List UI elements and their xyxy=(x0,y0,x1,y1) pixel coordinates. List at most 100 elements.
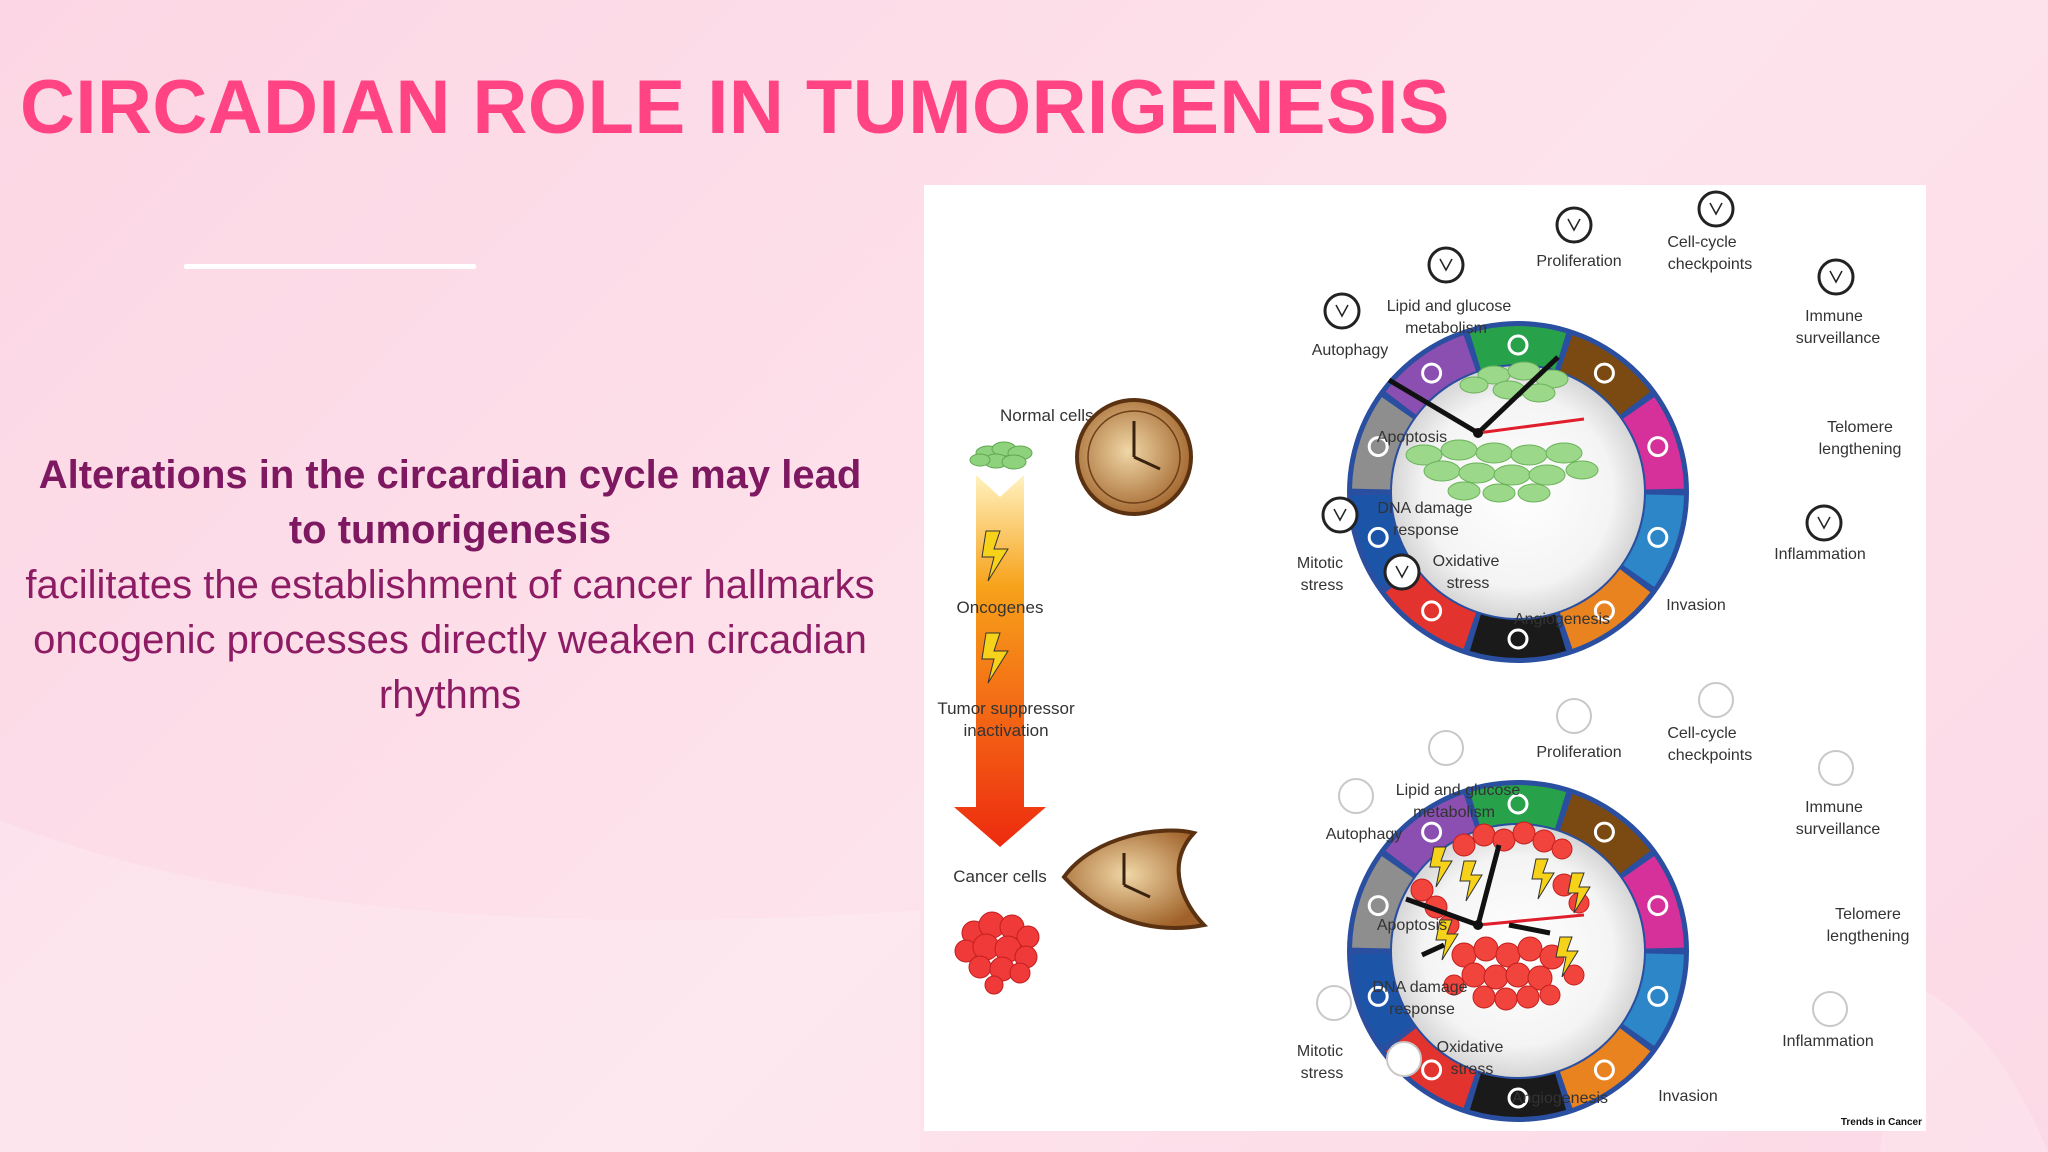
label-telomere-top: Telomere xyxy=(1827,419,1893,436)
distorted-clock-icon xyxy=(1061,828,1209,930)
clock-icon xyxy=(1338,778,1374,814)
top-healthy-cells xyxy=(1405,361,1599,503)
wheel-segment-proliferation xyxy=(1469,785,1567,829)
label-telomere-bottom: Telomere xyxy=(1835,906,1901,923)
label-oxidative-top: Oxidative xyxy=(1433,553,1500,570)
invasion-icon xyxy=(1507,628,1529,650)
bottom-hallmark-wheel xyxy=(1347,780,1689,1122)
normal-cells-label: Normal cells xyxy=(1000,406,1094,425)
clock-icon xyxy=(1812,991,1848,1027)
label-metabolism-top: metabolism xyxy=(1405,320,1487,337)
clock-hands xyxy=(1333,508,1347,522)
bottom-labels: Proliferation Cell-cycle checkpoints Lip… xyxy=(1297,725,1909,1107)
clock-hands xyxy=(1335,304,1349,318)
tumor-suppressor-label: Tumor suppressor xyxy=(937,699,1075,718)
wheel-segment-invasion xyxy=(1469,1073,1567,1117)
body-line-1: facilitates the establishment of cancer … xyxy=(25,563,875,607)
inflammation-icon xyxy=(1593,600,1615,622)
angiogenesis-icon xyxy=(1421,600,1443,622)
label-dna-bottom: DNA damage xyxy=(1372,979,1467,996)
oxidative-dna-icon xyxy=(1367,985,1389,1007)
immune-icon xyxy=(1647,436,1669,458)
label-mitotic-stress-bottom: stress xyxy=(1301,1065,1344,1082)
clock-icon xyxy=(1427,246,1465,284)
label-oxidative-stress-top: stress xyxy=(1447,575,1490,592)
top-labels: Proliferation Cell-cycle checkpoints Lip… xyxy=(1297,234,1901,628)
label-mitotic-stress-top: stress xyxy=(1301,577,1344,594)
clock-icon xyxy=(1805,504,1843,542)
label-cell-cycle-top: Cell-cycle xyxy=(1667,234,1736,251)
label-autophagy-top: Autophagy xyxy=(1312,342,1389,359)
clock-icon xyxy=(1321,496,1359,534)
lightning-icon-1 xyxy=(981,530,1009,582)
label-invasion-top: Invasion xyxy=(1666,597,1726,614)
angiogenesis-icon xyxy=(1421,1059,1443,1081)
label-angiogenesis-bottom: Angiogenesis xyxy=(1512,1090,1608,1107)
left-panel: Normal cells Oncogenes Tumor suppressor … xyxy=(937,398,1209,995)
cancer-cells-cluster xyxy=(954,911,1040,995)
oxidative-dna-icon xyxy=(1367,526,1389,548)
body-heading: Alterations in the circardian cycle may … xyxy=(38,453,862,552)
wheel-segment-inflammation xyxy=(1559,569,1651,649)
label-proliferation-top: Proliferation xyxy=(1536,253,1621,270)
circadian-hallmarks-figure: Normal cells Oncogenes Tumor suppressor … xyxy=(924,185,1926,1131)
label-lipid-bottom: Lipid and glucose xyxy=(1396,782,1521,799)
label-invasion-bottom: Invasion xyxy=(1658,1088,1718,1105)
wheel-segment-apoptosis xyxy=(1352,856,1413,949)
normal-cells-cluster xyxy=(969,441,1033,470)
label-proliferation-bottom: Proliferation xyxy=(1536,744,1621,761)
label-oxidative-bottom: Oxidative xyxy=(1437,1039,1504,1056)
bottom-lightning-icons xyxy=(1429,846,1591,978)
lipid-icon xyxy=(1421,362,1443,384)
label-autophagy-bottom: Autophagy xyxy=(1326,826,1403,843)
label-oxidative-stress-bottom: stress xyxy=(1451,1061,1494,1078)
invasion-icon xyxy=(1507,1087,1529,1109)
clock-hands xyxy=(1439,258,1453,272)
clock-hands xyxy=(1817,516,1831,530)
clock-hands xyxy=(1829,270,1843,284)
label-mitotic-bottom: Mitotic xyxy=(1297,1043,1343,1060)
label-cell-cycle-bottom: Cell-cycle xyxy=(1667,725,1736,742)
telomere-icon xyxy=(1647,526,1669,548)
label-angiogenesis-top: Angiogenesis xyxy=(1514,611,1610,628)
label-inflammation-top: Inflammation xyxy=(1774,546,1866,563)
clock-icon xyxy=(1698,682,1734,718)
wheel-segment-inflammation xyxy=(1559,1028,1651,1108)
arrow-notch xyxy=(976,475,1024,497)
label-metabolism-bottom: metabolism xyxy=(1413,804,1495,821)
clock-icon xyxy=(1386,1041,1422,1077)
inflammation-icon xyxy=(1593,1059,1615,1081)
label-checkpoints-bottom: checkpoints xyxy=(1668,747,1753,764)
clock-icon xyxy=(1428,730,1464,766)
clock-icon xyxy=(1697,190,1735,228)
wheel-segment-cell-cycle xyxy=(1559,335,1651,415)
credit-label: Trends in Cancer xyxy=(1841,1117,1922,1128)
figure-svg: Normal cells Oncogenes Tumor suppressor … xyxy=(937,190,1922,1128)
label-lipid-top: Lipid and glucose xyxy=(1387,298,1512,315)
label-apoptosis-top: Apoptosis xyxy=(1377,429,1447,446)
label-response-top: response xyxy=(1393,522,1459,539)
wheel-segment-immune xyxy=(1623,397,1684,490)
clock-icon xyxy=(1556,698,1592,734)
title-divider xyxy=(184,264,476,269)
wheel-segment-apoptosis xyxy=(1352,397,1413,490)
apoptosis-icon xyxy=(1367,436,1389,458)
bottom-cancer-cells xyxy=(1410,821,1590,1011)
label-surveillance-top: surveillance xyxy=(1796,330,1881,347)
clock-hands xyxy=(1395,565,1409,579)
label-lengthening-top: lengthening xyxy=(1819,441,1902,458)
body-line-2: oncogenic processes directly weaken circ… xyxy=(33,618,867,717)
label-apoptosis-bottom: Apoptosis xyxy=(1377,917,1447,934)
label-response-bottom: response xyxy=(1389,1001,1455,1018)
label-immune-top: Immune xyxy=(1805,308,1863,325)
label-dna-top: DNA damage xyxy=(1377,500,1472,517)
lightning-icon-2 xyxy=(981,632,1009,684)
apoptosis-icon xyxy=(1367,895,1389,917)
clock-hands xyxy=(1567,218,1581,232)
wheel-segment-telomere xyxy=(1623,953,1684,1046)
clock-icon xyxy=(1817,258,1855,296)
slide-body: Alterations in the circardian cycle may … xyxy=(20,448,880,723)
clock-icon xyxy=(1555,206,1593,244)
wheel-segment-immune xyxy=(1623,856,1684,949)
cell-cycle-icon xyxy=(1593,362,1615,384)
